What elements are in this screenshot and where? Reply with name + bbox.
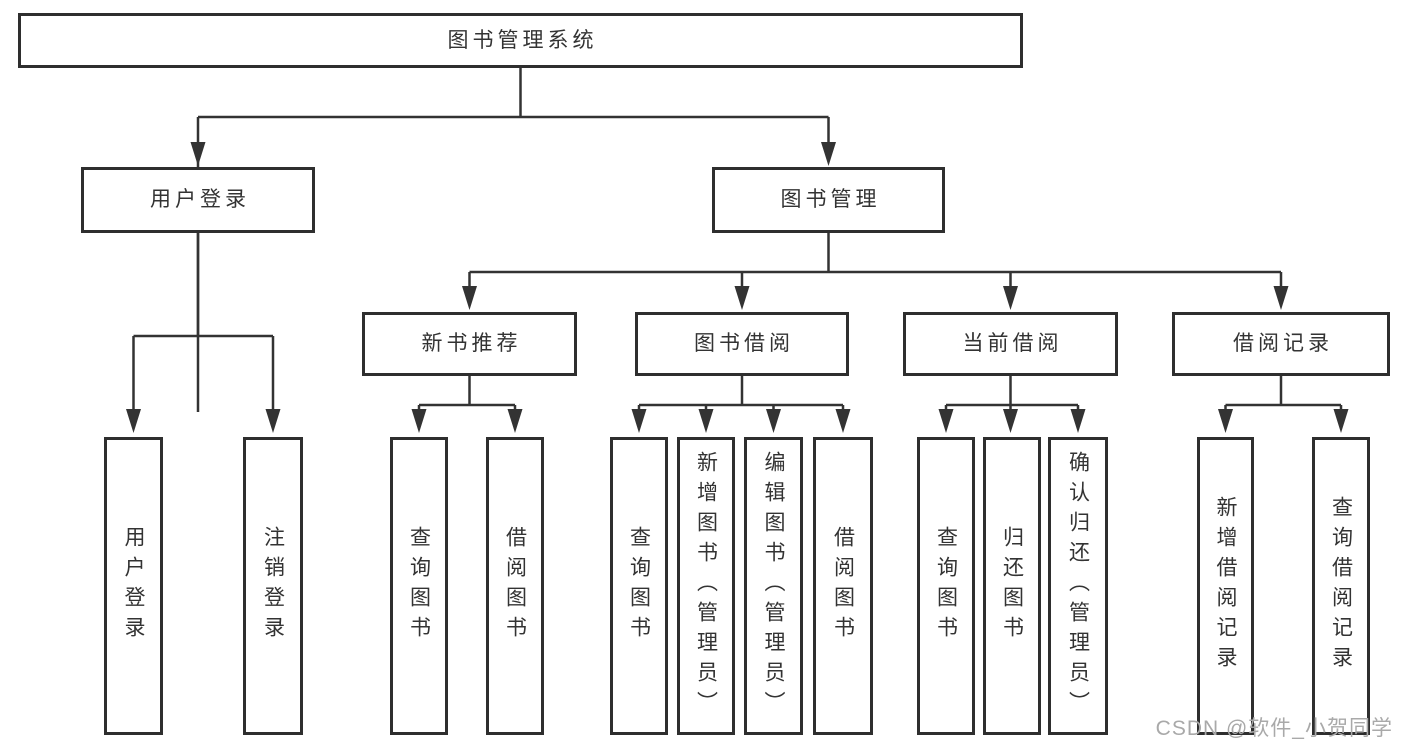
connector-root-to-level2	[190, 68, 836, 412]
leaf-borrowing-edit-book-admin: 编辑图书（管理员）	[744, 437, 803, 735]
leaf-borrowing-borrow-book: 借阅图书	[813, 437, 873, 735]
connector-borrowing-to-leaves	[631, 376, 851, 433]
leaf-current-return-book: 归还图书	[983, 437, 1041, 735]
connector-current-to-leaves	[938, 376, 1086, 433]
node-current-borrowing: 当前借阅	[903, 312, 1118, 376]
leaf-logout-label: 注销登录	[261, 526, 285, 646]
leaf-recommend-query-book-label: 查询图书	[407, 526, 431, 646]
node-borrowing-records: 借阅记录	[1172, 312, 1390, 376]
connector-book-mgmt-to-level3	[462, 233, 1289, 310]
node-root-library-system: 图书管理系统	[18, 13, 1023, 68]
node-book-management-label: 图书管理	[780, 188, 881, 212]
leaf-current-query-book-label: 查询图书	[934, 526, 958, 646]
leaf-records-add-record: 新增借阅记录	[1197, 437, 1254, 735]
node-borrowing-records-label: 借阅记录	[1233, 332, 1333, 356]
leaf-recommend-borrow-book: 借阅图书	[486, 437, 544, 735]
leaf-user-login-label: 用户登录	[122, 526, 145, 646]
node-new-book-recommend: 新书推荐	[362, 312, 577, 376]
leaf-current-confirm-return-admin-label: 确认归还（管理员）	[1066, 451, 1090, 721]
leaf-borrowing-borrow-book-label: 借阅图书	[831, 526, 855, 646]
node-new-book-recommend-label: 新书推荐	[421, 332, 522, 356]
leaf-current-query-book: 查询图书	[917, 437, 975, 735]
csdn-watermark: CSDN @软件_小贺同学	[1155, 717, 1393, 740]
leaf-recommend-borrow-book-label: 借阅图书	[503, 526, 527, 646]
node-book-borrowing: 图书借阅	[635, 312, 849, 376]
connector-user-login-to-leaves	[126, 233, 281, 433]
connector-records-to-leaves	[1218, 376, 1349, 433]
leaf-recommend-query-book: 查询图书	[390, 437, 448, 735]
node-book-borrowing-label: 图书借阅	[694, 332, 794, 356]
leaf-current-confirm-return-admin: 确认归还（管理员）	[1048, 437, 1108, 735]
leaf-borrowing-query-book-label: 查询图书	[627, 526, 651, 646]
leaf-records-query-record-label: 查询借阅记录	[1329, 496, 1353, 676]
node-user-login-label: 用户登录	[150, 188, 250, 212]
leaf-borrowing-edit-book-admin-label: 编辑图书（管理员）	[762, 451, 785, 721]
leaf-records-add-record-label: 新增借阅记录	[1214, 496, 1237, 676]
node-user-login: 用户登录	[81, 167, 315, 233]
leaf-user-login: 用户登录	[104, 437, 163, 735]
leaf-borrowing-add-book-admin: 新增图书（管理员）	[677, 437, 735, 735]
leaf-current-return-book-label: 归还图书	[1000, 526, 1024, 646]
node-root-label: 图书管理系统	[447, 28, 598, 52]
leaf-records-query-record: 查询借阅记录	[1312, 437, 1370, 735]
leaf-borrowing-query-book: 查询图书	[610, 437, 668, 735]
leaf-logout: 注销登录	[243, 437, 303, 735]
connector-new-rec-to-leaves	[411, 376, 523, 433]
node-book-management: 图书管理	[712, 167, 945, 233]
leaf-borrowing-add-book-admin-label: 新增图书（管理员）	[694, 451, 718, 721]
node-current-borrowing-label: 当前借阅	[962, 332, 1063, 356]
